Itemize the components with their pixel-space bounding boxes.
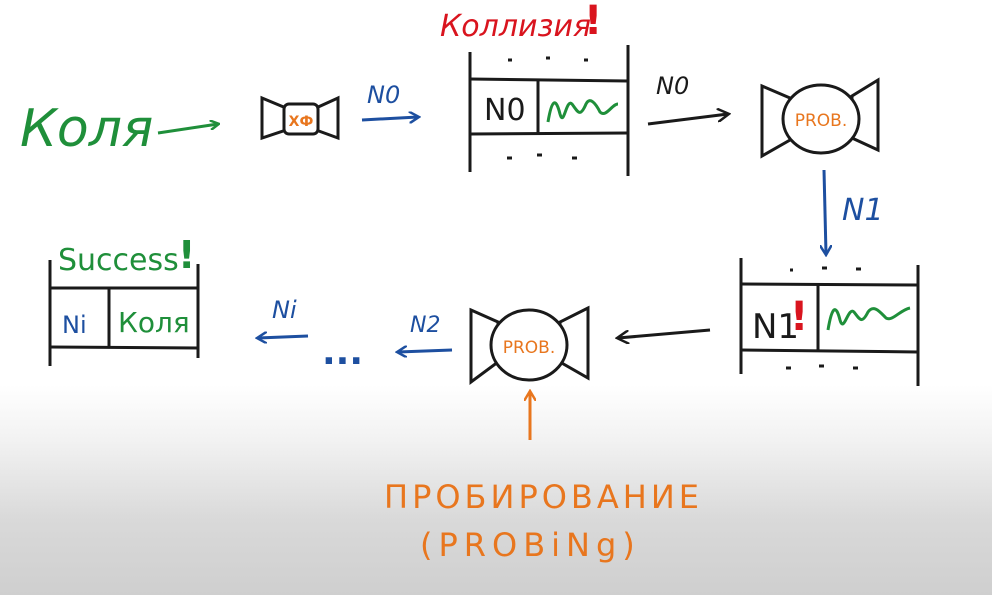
n0-label-first: N0	[367, 81, 400, 109]
result-value: Коля	[118, 306, 190, 339]
probe-top-label: PROB.	[795, 111, 848, 131]
table-ellipsis-marks	[786, 266, 861, 370]
n0-label-second: N0	[656, 72, 689, 100]
probe-bottom-label: PROB.	[503, 338, 556, 358]
ni-arrow-label: Ni	[272, 296, 297, 324]
hash-table-top: N0	[468, 45, 630, 176]
table-top-key: N0	[484, 93, 526, 128]
squiggle-value-icon	[826, 306, 911, 331]
hash-function-candy: ХФ	[260, 95, 340, 141]
n1-arrow-label: N1	[842, 193, 884, 228]
hash-function-label: ХФ	[289, 114, 314, 130]
arrow-probe-to-table-bottom	[824, 169, 826, 254]
arrow-kolya-to-hash	[157, 124, 218, 135]
collision-label: Коллизия	[440, 9, 591, 44]
success-exclamation: !	[178, 233, 195, 277]
squiggle-value-icon	[546, 99, 619, 123]
success-label: Success	[58, 243, 179, 278]
arrow-dots-to-result	[258, 336, 309, 338]
probe-candy-bottom: PROB.	[469, 305, 590, 385]
candy-wrapper-icon	[760, 77, 880, 159]
candy-wrapper-icon	[469, 305, 590, 385]
probing-en-label: (PROBiNg)	[420, 526, 641, 564]
arrow-hash-to-table	[361, 117, 418, 120]
table-bottom-exclamation: !	[790, 294, 808, 340]
kolya-label: Коля	[20, 99, 153, 159]
table-bottom-key: N1	[752, 307, 799, 347]
result-key: Ni	[62, 311, 87, 339]
probing-ru-label: ПРОБИРОВАНИЕ	[384, 478, 703, 516]
arrow-table-to-probe-bottom	[618, 328, 711, 338]
result-table: Ni Коля	[48, 260, 200, 366]
ellipsis-dots: ...	[322, 332, 363, 373]
table-ellipsis-marks	[507, 56, 588, 160]
hash-table-bottom: N1 !	[739, 258, 920, 386]
candy-wrapper-icon	[260, 95, 340, 141]
arrow-probe-to-dots	[398, 350, 453, 352]
arrow-table-to-probe	[647, 114, 728, 126]
probe-candy-top: PROB.	[760, 77, 880, 159]
collision-exclamation: !	[584, 0, 602, 44]
n2-label: N2	[410, 313, 440, 338]
